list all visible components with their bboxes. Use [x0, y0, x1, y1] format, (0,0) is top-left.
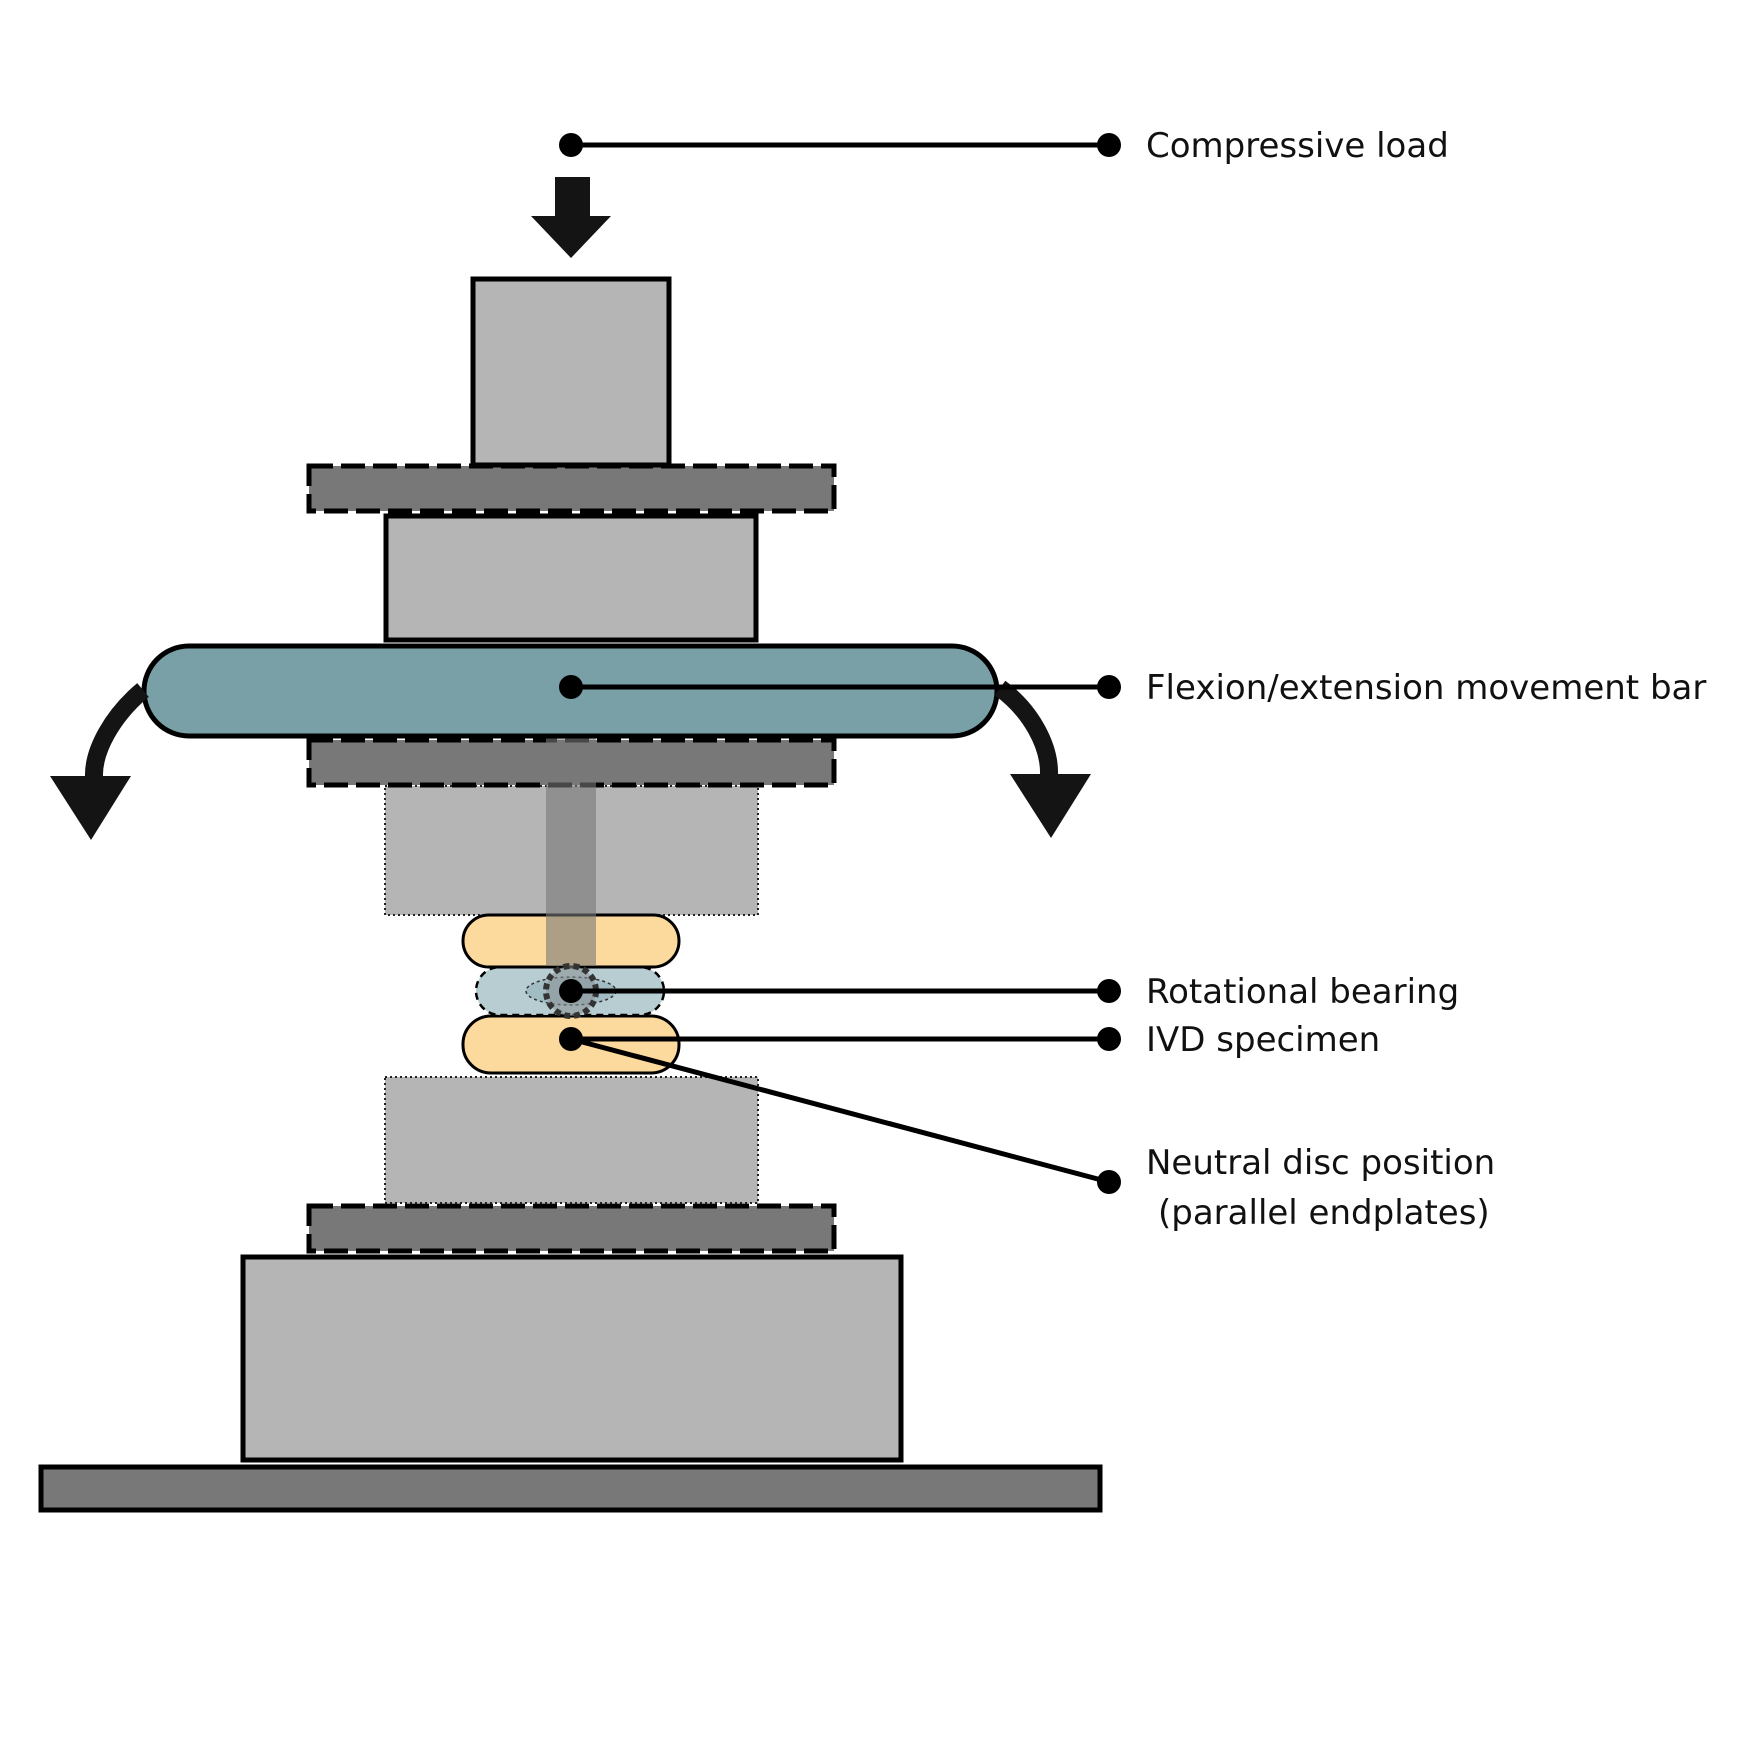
- label-neutral-position-line2: (parallel endplates): [1158, 1193, 1490, 1233]
- label-movement-bar: Flexion/extension movement bar: [1146, 668, 1707, 708]
- bottom-large-block: [240, 1254, 904, 1463]
- top-dashed-plate: [306, 463, 837, 514]
- extension-arrow-right-icon: [994, 680, 1091, 838]
- label-compressive-load: Compressive load: [1146, 126, 1449, 166]
- bottom-dashed-plate: [306, 1203, 837, 1254]
- label-ivd-specimen: IVD specimen: [1146, 1020, 1381, 1060]
- label-rotational-bearing: Rotational bearing: [1146, 972, 1460, 1012]
- lower-dotted-block: [384, 1076, 759, 1204]
- leader-neutral-position: [570, 1036, 1121, 1194]
- leader-compressive-load: [559, 133, 1121, 157]
- top-block: [470, 276, 672, 468]
- leader-rotational-bearing: [559, 979, 1121, 1003]
- flexion-arrow-left-icon: [50, 683, 149, 840]
- vertical-shaft: [546, 738, 596, 966]
- compressive-load-arrow-icon: [531, 177, 611, 258]
- base-plate: [38, 1464, 1103, 1513]
- leader-movement-bar: [559, 675, 1121, 699]
- label-neutral-position-line1: Neutral disc position: [1146, 1143, 1496, 1183]
- upper-middle-block: [383, 513, 759, 643]
